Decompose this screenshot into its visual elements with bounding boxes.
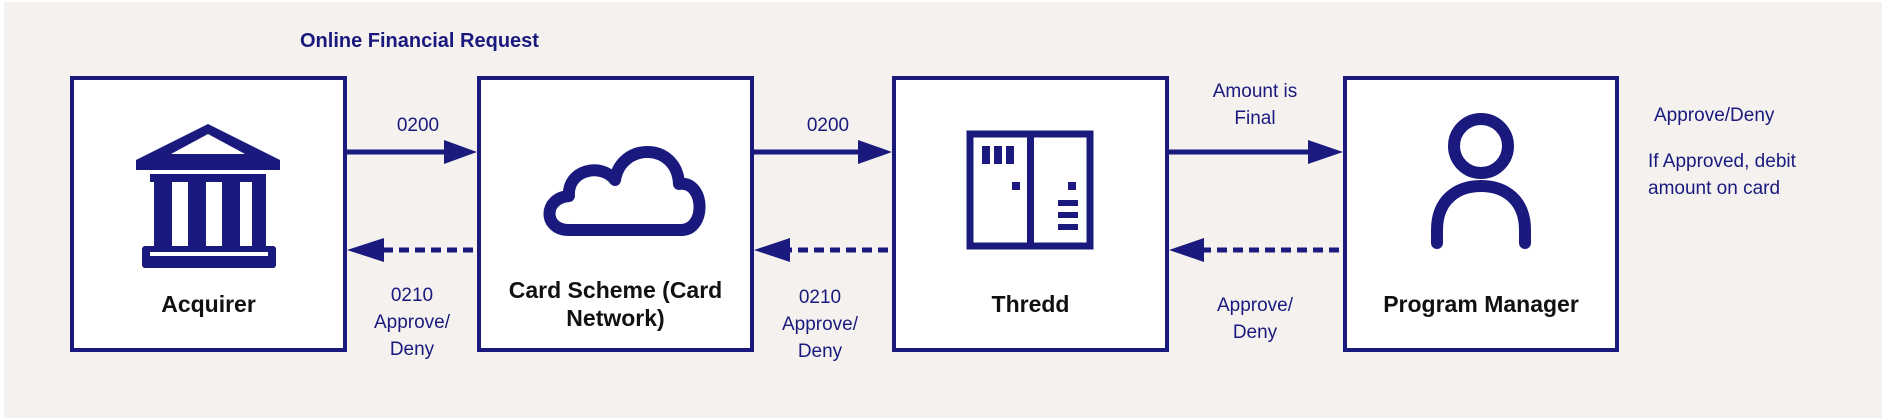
edge-label-thredd-to-scheme: 0210 Approve/ Deny bbox=[760, 284, 880, 365]
node-label-acquirer: Acquirer bbox=[161, 291, 256, 317]
edge-label-scheme-to-acq-line3: Deny bbox=[389, 339, 435, 360]
edge-label-scheme-to-acq-line1: 0210 bbox=[390, 285, 434, 306]
cloud-icon bbox=[543, 146, 706, 236]
bank-icon bbox=[136, 124, 280, 268]
edge-label-thredd-to-scheme-line3: Deny bbox=[797, 341, 843, 362]
node-label-card-scheme-line2: Network) bbox=[566, 305, 665, 331]
edge-label-scheme-to-acq: 0210 Approve/ Deny bbox=[352, 282, 472, 363]
node-label-program-manager: Program Manager bbox=[1383, 291, 1579, 317]
arrow-thredd-to-pm bbox=[1169, 140, 1343, 164]
edge-label-thredd-to-scheme-line1: 0210 bbox=[798, 287, 842, 308]
arrow-pm-to-thredd bbox=[1169, 238, 1339, 262]
user-icon bbox=[1431, 113, 1531, 249]
side-note-detail-line2: amount on card bbox=[1648, 178, 1781, 199]
node-acquirer: Acquirer bbox=[70, 76, 347, 352]
edge-label-thredd-to-scheme-line2: Approve/ bbox=[781, 314, 859, 335]
edge-label-scheme-to-acq-line2: Approve/ bbox=[373, 312, 451, 333]
node-program-manager: Program Manager bbox=[1343, 76, 1619, 352]
side-note-decision: Approve/Deny bbox=[1654, 105, 1775, 126]
edge-label-scheme-to-thredd: 0200 bbox=[806, 115, 850, 136]
arrow-scheme-to-acq bbox=[347, 238, 473, 262]
node-label-card-scheme: Card Scheme (Card Network) bbox=[481, 276, 750, 332]
diagram-title: Online Financial Request bbox=[300, 30, 539, 52]
edge-label-pm-to-thredd-line2: Deny bbox=[1232, 322, 1278, 343]
side-note-detail-line1: If Approved, debit bbox=[1648, 151, 1796, 172]
arrow-acq-to-scheme bbox=[347, 140, 477, 164]
edge-label-thredd-to-pm-line1: Amount is bbox=[1212, 81, 1298, 102]
edge-label-thredd-to-pm: Amount is Final bbox=[1180, 78, 1330, 132]
node-label-card-scheme-line1: Card Scheme (Card bbox=[508, 277, 723, 303]
processor-icon bbox=[966, 130, 1094, 250]
side-note-detail: If Approved, debit amount on card bbox=[1648, 148, 1796, 202]
node-label-thredd: Thredd bbox=[991, 291, 1070, 317]
edge-label-thredd-to-pm-line2: Final bbox=[1234, 108, 1276, 129]
arrow-scheme-to-thredd bbox=[754, 140, 892, 164]
edge-label-pm-to-thredd: Approve/ Deny bbox=[1180, 292, 1330, 346]
edge-label-pm-to-thredd-line1: Approve/ bbox=[1216, 295, 1294, 316]
arrow-thredd-to-scheme bbox=[754, 238, 888, 262]
node-card-scheme: Card Scheme (Card Network) bbox=[477, 76, 754, 352]
edge-label-acq-to-scheme: 0200 bbox=[396, 115, 440, 136]
node-thredd: Thredd bbox=[892, 76, 1169, 352]
